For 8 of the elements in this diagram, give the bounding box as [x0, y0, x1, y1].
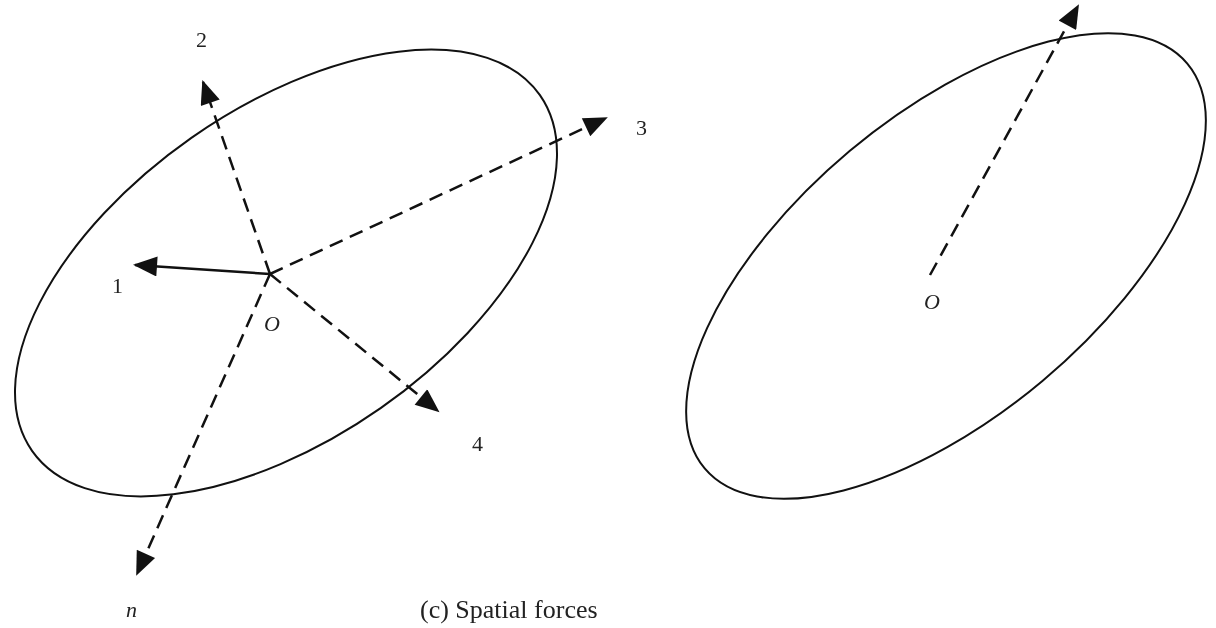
force-label: 3: [636, 116, 647, 140]
force-label: n: [126, 598, 137, 622]
force-label: 4: [472, 432, 483, 456]
point-label: O: [264, 312, 280, 336]
caption: (c) Spatial forces: [420, 596, 598, 624]
point-label: O: [924, 290, 940, 314]
force-label: 1: [112, 274, 123, 298]
force-label: 2: [196, 28, 207, 52]
